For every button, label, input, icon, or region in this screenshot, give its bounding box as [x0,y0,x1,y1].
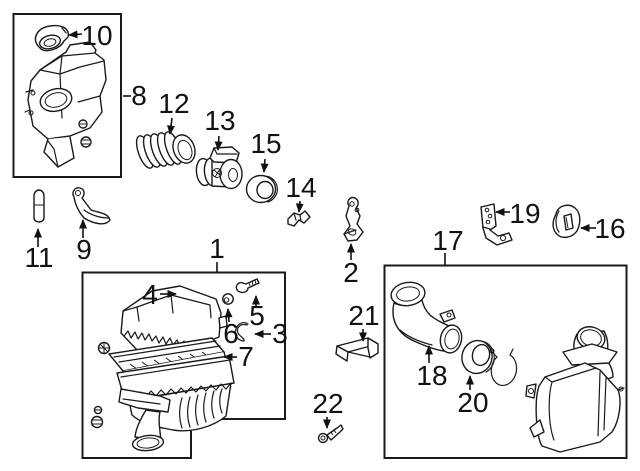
part-9-bracket-drawing [72,187,111,225]
clamp-ring-drawing [489,348,518,387]
callout-4-label: 4 [142,279,158,310]
callout-15-label: 15 [250,128,281,159]
callout-8-label: 8 [131,80,147,111]
callout-7-label: 7 [238,341,254,372]
screw-icon [97,341,111,355]
callout-5-label: 5 [249,300,265,331]
callout-15-arrow [260,158,269,173]
part-8-resonator-drawing [24,41,107,168]
callout-1: 1 [209,233,225,272]
callout-13-arrow [214,135,223,151]
part-16-grommet-drawing [552,204,581,238]
callout-18-label: 18 [416,360,447,391]
callout-3-label: 3 [272,318,288,349]
group-box-17 [383,264,628,459]
callout-21-label: 21 [348,300,379,331]
part-11-pin-drawing [33,189,45,223]
part-13-sensor-drawing [195,146,243,190]
nut-icon [93,405,103,415]
callout-5: 5 [249,295,265,331]
callout-10: 10 [68,20,113,51]
callout-19: 19 [495,198,541,229]
part-18-air-inlet-tube-drawing [390,281,463,354]
part-5-bolt-drawing [235,278,260,294]
callout-2: 2 [343,243,359,288]
part-22-screw-drawing [317,424,344,444]
callout-21: 21 [348,300,380,342]
callout-14-label: 14 [285,172,316,203]
callout-18: 18 [416,345,448,391]
callout-16-label: 16 [594,213,625,244]
part-3-clip-drawing [234,322,249,342]
callout-4: 4 [142,279,177,310]
part-14-clip-drawing [287,210,311,227]
part-12-duct-drawing [135,131,196,169]
callout-17: 17 [432,225,464,265]
resonator-assembly-drawing [525,326,625,453]
part-2-bracket-drawing [343,196,364,242]
callout-13-label: 13 [204,105,235,136]
callout-15: 15 [250,128,282,173]
callout-6-label: 6 [223,318,239,349]
callout-2-label: 2 [343,257,359,288]
group-box-8 [12,13,122,178]
part-10-cap-drawing [34,24,69,52]
callout-6-arrow [224,308,233,323]
callout-11: 11 [24,228,54,273]
part-20-seal-ring-drawing [461,339,495,375]
callout-12-arrow [167,117,176,135]
callout-8: 8 [123,80,147,111]
part-15-ring-drawing [245,174,278,204]
callout-19-label: 19 [509,198,540,229]
callout-11-label: 11 [24,242,53,273]
callout-9-label: 9 [76,234,92,265]
callout-9: 9 [76,219,92,265]
callout-13: 13 [204,105,236,151]
callout-14: 14 [285,172,317,213]
callout-14-arrow [295,200,304,213]
callout-17-label: 17 [432,225,463,256]
part-6-grommet-drawing [222,293,234,305]
part-19-bracket-drawing [480,203,513,246]
callout-7: 7 [223,341,254,372]
callout-12: 12 [158,88,190,135]
callout-6: 6 [223,308,239,349]
part-21-bracket-drawing [335,337,379,362]
callout-10-label: 10 [81,20,112,51]
callout-22: 22 [312,388,344,429]
callout-20: 20 [457,375,489,418]
callout-3: 3 [254,318,288,349]
callout-12-label: 12 [158,88,189,119]
callout-20-label: 20 [457,387,488,418]
callout-10-arrow [68,30,83,39]
callout-1-label: 1 [209,233,225,264]
callout-22-label: 22 [312,388,343,419]
part-1-housing-drawing [116,355,235,452]
grommet-icon [90,415,104,429]
callout-16: 16 [580,213,626,244]
